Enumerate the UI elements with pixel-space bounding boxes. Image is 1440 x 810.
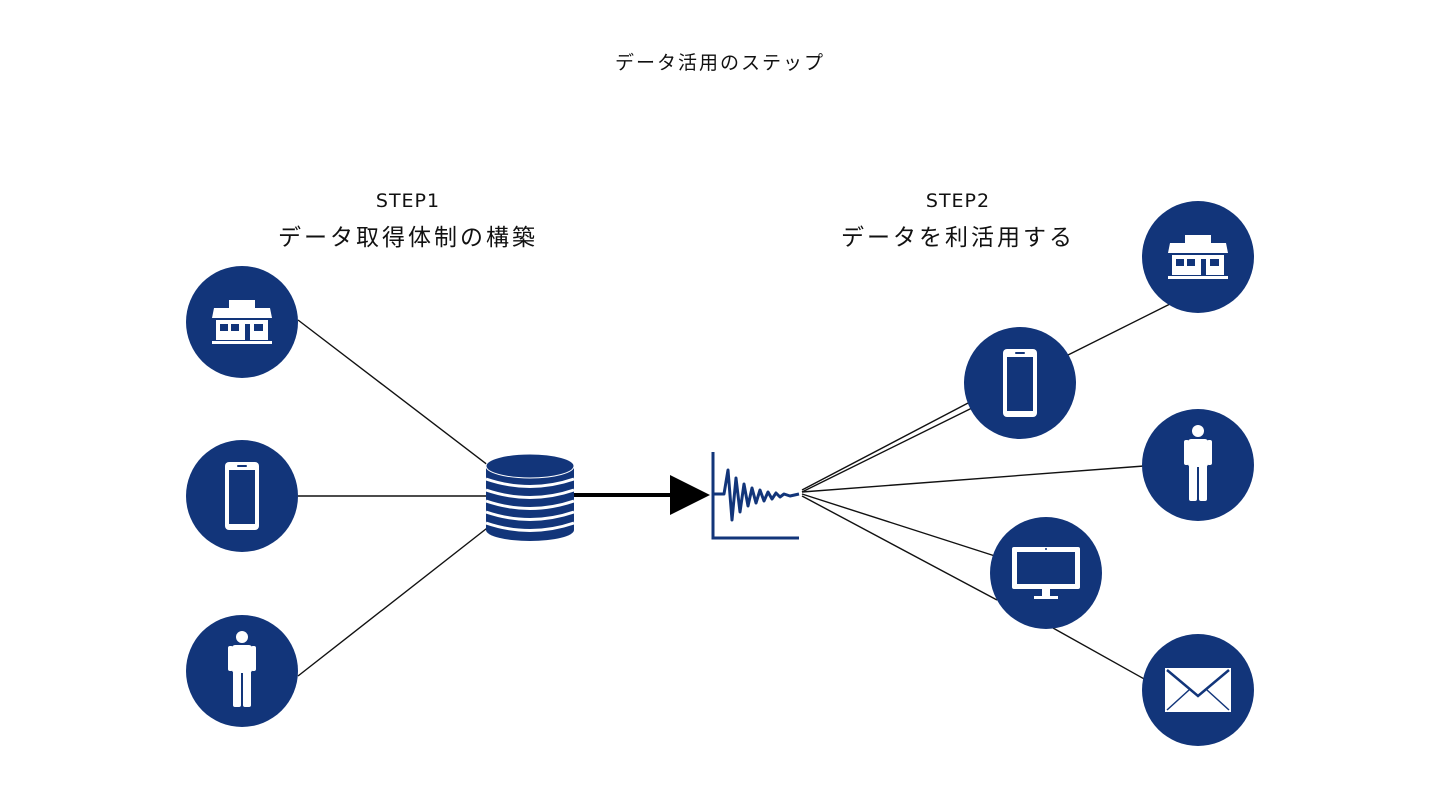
source-smartphone (186, 440, 298, 552)
target-connections (801, 303, 1171, 681)
line-store-to-db (297, 319, 511, 483)
line-to-phone-b (801, 407, 973, 493)
line-to-monitor-b (801, 495, 998, 601)
source-person (186, 615, 298, 727)
source-connections (297, 319, 511, 677)
step1-label: STEP1 データ取得体制の構築 (208, 190, 608, 252)
target-store (1142, 201, 1254, 313)
target-mail (1142, 634, 1254, 746)
source-store (186, 266, 298, 378)
step1-name: データ取得体制の構築 (278, 225, 538, 251)
line-phone-to-store (1067, 303, 1171, 356)
line-to-phone-a (801, 401, 971, 491)
smartphone-icon (1003, 349, 1037, 417)
step1-number: STEP1 (375, 190, 441, 212)
line-to-monitor (801, 493, 996, 557)
target-smartphone (964, 327, 1076, 439)
step2-name: データを利活用する (841, 225, 1075, 251)
target-person (1142, 409, 1254, 521)
target-monitor (990, 517, 1102, 629)
page-title: データ活用のステップ (614, 52, 825, 74)
step2-number: STEP2 (925, 190, 991, 212)
smartphone-icon (225, 462, 259, 530)
line-monitor-to-mail (1052, 627, 1147, 681)
step2-label: STEP2 データを利活用する (758, 190, 1158, 252)
line-to-person (801, 465, 1145, 493)
database-icon (485, 453, 575, 541)
waveform-chart-icon (711, 452, 800, 540)
mail-icon (1163, 666, 1233, 714)
line-person-to-db (297, 517, 501, 677)
